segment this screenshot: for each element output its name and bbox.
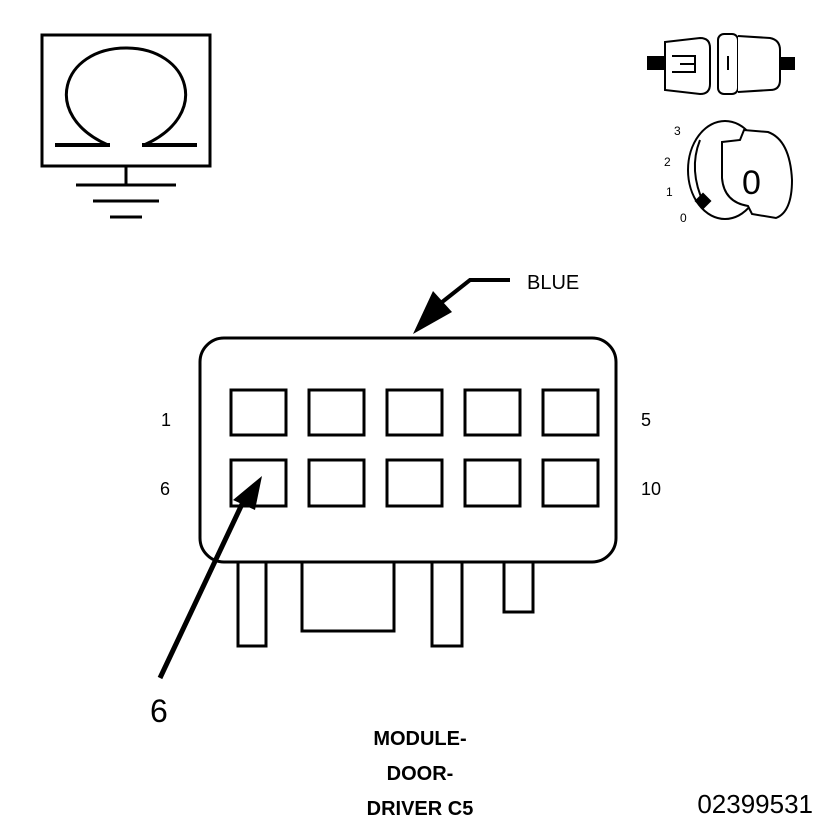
ignition-position-1: 1 [666, 185, 673, 199]
ignition-key-icon: 3 2 1 0 0 [664, 120, 794, 225]
color-pointer-arrow [413, 278, 510, 334]
connector-color-label: BLUE [527, 272, 579, 294]
ignition-position-2: 2 [664, 155, 671, 169]
connector-disconnected-icon [647, 33, 795, 96]
callout-label: 6 [150, 693, 168, 729]
connector-name-line-2: DOOR- [387, 763, 454, 785]
connector-name-line-1: MODULE- [373, 728, 466, 750]
cavity-8 [385, 458, 444, 508]
cavity-4 [463, 388, 522, 437]
pin-label-top-left: 1 [161, 410, 171, 430]
cavity-5 [541, 388, 600, 437]
cavity-10 [541, 458, 600, 508]
ignition-position-3: 3 [674, 124, 681, 138]
cavity-1 [229, 388, 288, 437]
ignition-key-label: 0 [742, 164, 761, 202]
cavity-row-bottom [229, 458, 600, 508]
cavity-9 [463, 458, 522, 508]
ignition-position-0: 0 [680, 211, 687, 225]
pin-label-top-right: 5 [641, 410, 651, 430]
cavity-row-top [229, 388, 600, 437]
pin-label-bottom-right: 10 [641, 479, 661, 499]
pin-label-bottom-left: 6 [160, 479, 170, 499]
connector-name-line-3: DRIVER C5 [367, 798, 474, 820]
cavity-7 [307, 458, 366, 508]
cavity-2 [307, 388, 366, 437]
ohmmeter-icon [40, 33, 212, 219]
callout-arrow [157, 476, 262, 680]
cavity-3 [385, 388, 444, 437]
figure-id: 02399531 [697, 789, 813, 819]
